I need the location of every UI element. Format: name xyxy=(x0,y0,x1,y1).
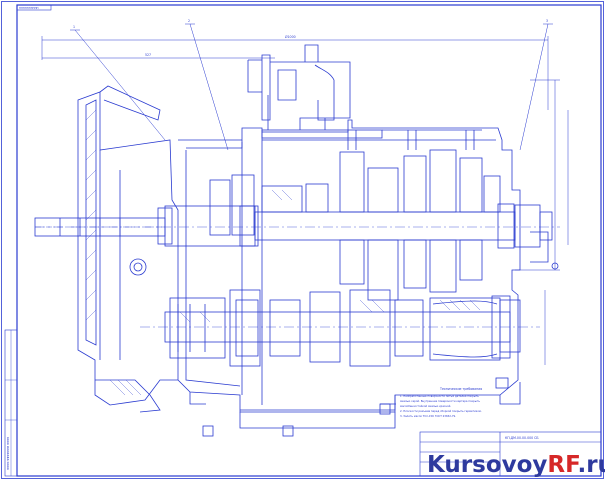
notes-line-2: эмалью серой. Внутренние поверхности кар… xyxy=(400,399,480,403)
leader-lines xyxy=(70,23,553,151)
title-block xyxy=(419,431,602,477)
technical-notes: Технические требования 1. Необработанные… xyxy=(400,387,482,418)
top-left-stamp-text: ΠΠΠΠΠΠΠΠΠΠ xyxy=(19,6,39,10)
watermark-logo: KursovoyRF.ru xyxy=(427,452,605,478)
notes-line-4: 2. Плоскости разъема перед сборкой покры… xyxy=(400,409,482,413)
gearbox-assembly xyxy=(34,44,560,437)
notes-line-5: 3. Залить масло ТСп-15К ГОСТ 23652-79. xyxy=(400,414,456,418)
leader-label-3: 3 xyxy=(546,19,548,23)
overall-dimension xyxy=(41,36,549,110)
notes-line-1: 1. Необработанные поверхности литых дета… xyxy=(400,394,479,398)
leader-label-1: 1 xyxy=(73,25,75,29)
left-dimension-text: 527 xyxy=(145,53,151,57)
top-left-stamp-box xyxy=(16,4,52,11)
notes-heading: Технические требования xyxy=(439,387,482,391)
right-dimensions xyxy=(515,79,569,365)
sheet-inner-frame xyxy=(16,4,602,477)
watermark-text: KursovoyRF.ru xyxy=(427,452,605,478)
section-hatching xyxy=(85,109,481,396)
notes-line-3: маслобензостойкой эмалью красной. xyxy=(400,404,451,408)
leader-label-2: 2 xyxy=(188,19,190,23)
title-block-code: КП.ДМ.00.00.000 СБ xyxy=(505,436,539,440)
left-side-stamp-text: ΠΠΠΠ ΠΠΠΠΠΠΠΠ ΠΠΠΠ xyxy=(6,437,10,470)
overall-dimension-text: Ø1000 xyxy=(285,34,296,39)
